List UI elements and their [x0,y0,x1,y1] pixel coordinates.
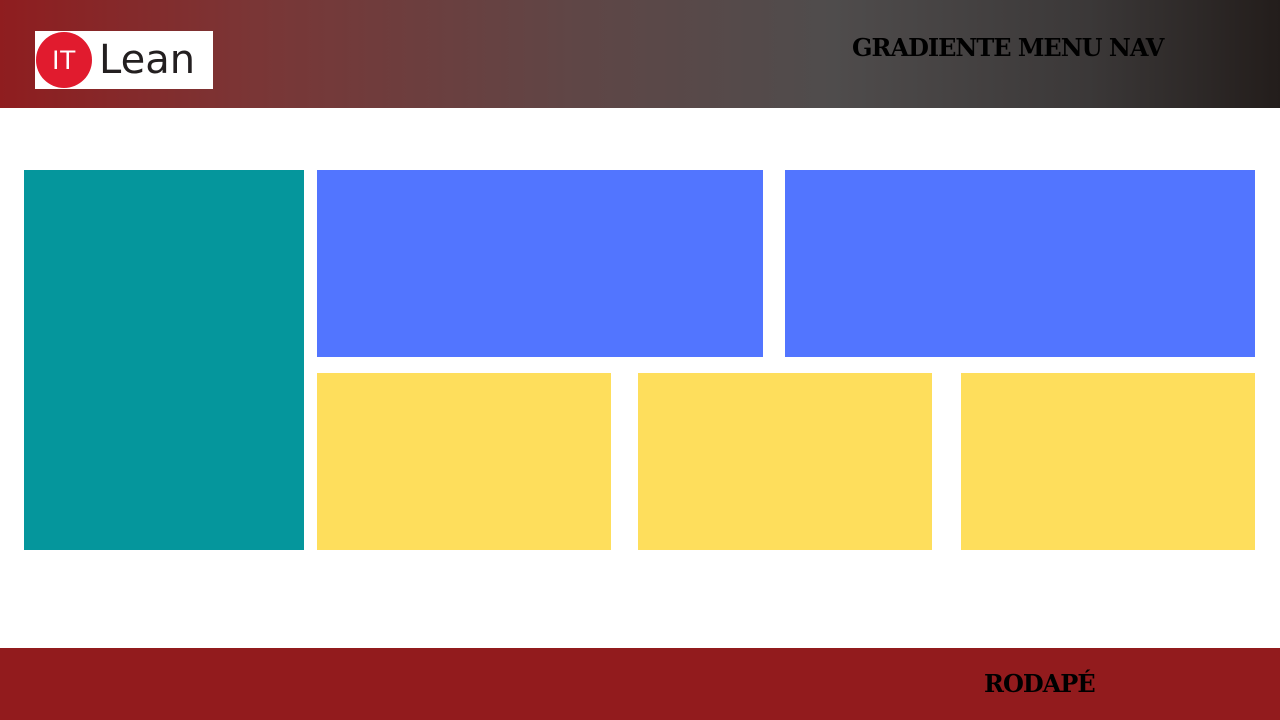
itlean-logo[interactable]: IT Lean [35,31,213,89]
top-block-1 [317,170,763,357]
logo-wordmark: Lean [99,37,196,83]
footer: RODAPÉ [0,648,1280,720]
sidebar-block [24,170,304,550]
bottom-block-1 [317,373,611,550]
gradient-nav-bar: IT Lean GRADIENTE MENU NAV [0,0,1280,108]
bottom-block-3 [961,373,1255,550]
footer-text: RODAPÉ [984,669,1096,698]
top-block-2 [785,170,1255,357]
logo-badge: IT [36,32,92,88]
nav-title: GRADIENTE MENU NAV [852,33,1164,62]
bottom-block-2 [638,373,932,550]
